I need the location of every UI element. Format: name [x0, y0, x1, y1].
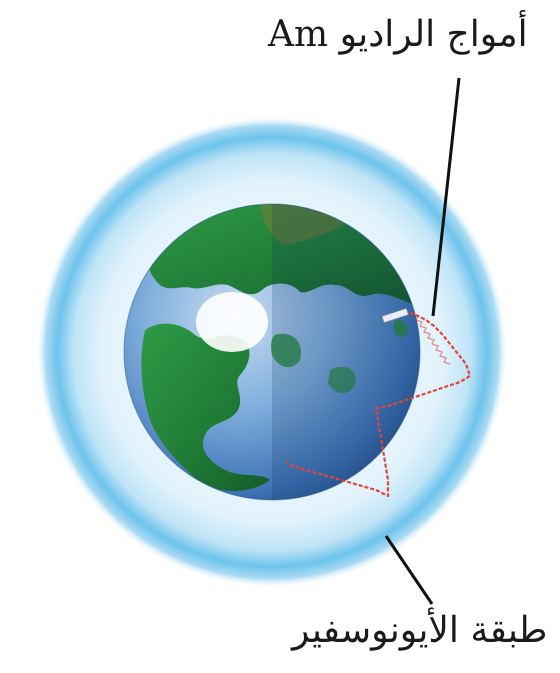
earth-globe — [123, 203, 421, 501]
ionosphere-label: طبقة الأيونوسفير — [292, 610, 548, 651]
radio-waves-label: أمواج الراديو Am — [268, 14, 528, 55]
transmitter-icon — [381, 307, 410, 324]
radio-label-leader — [431, 77, 461, 317]
ionosphere-label-leader — [384, 535, 434, 605]
radio-wave-path — [285, 311, 472, 498]
